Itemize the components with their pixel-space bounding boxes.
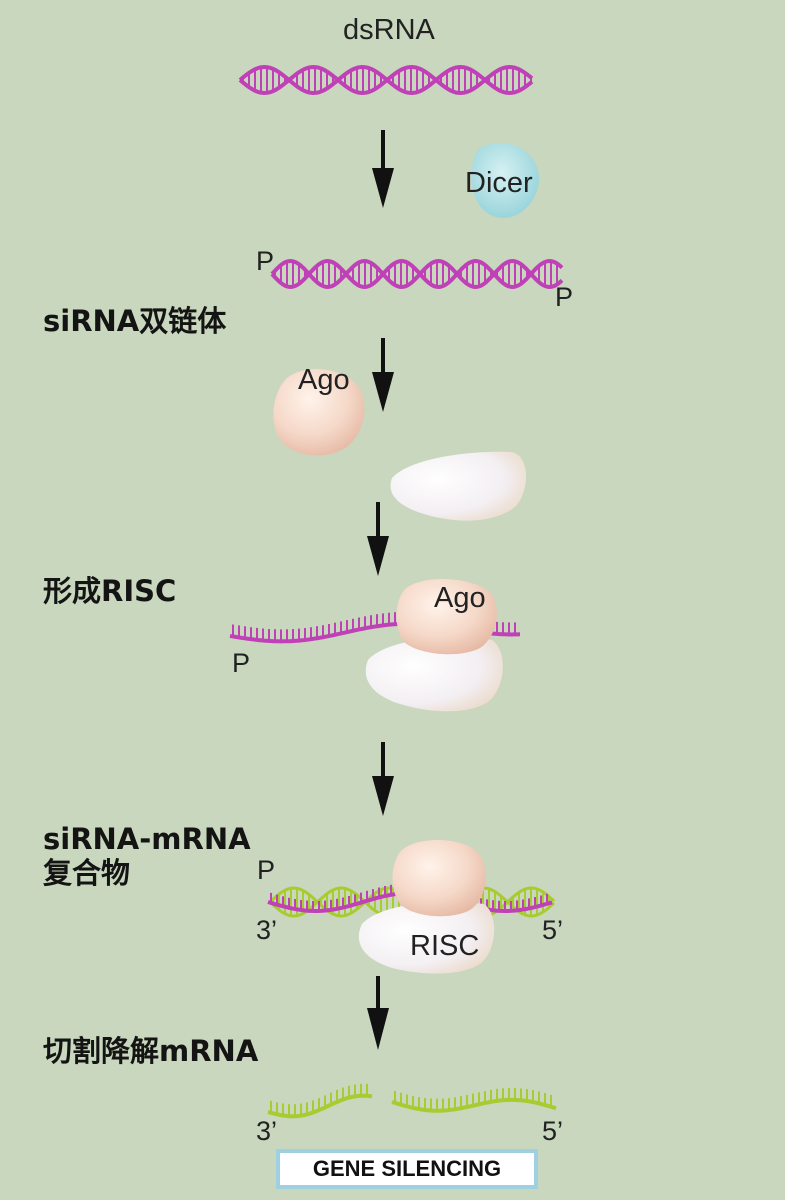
dicer-label: Dicer (465, 167, 533, 199)
arrow-sirna-to-ago (372, 338, 394, 412)
risc-label: RISC (410, 930, 480, 962)
assembled-ago-shape (396, 578, 497, 655)
ago-label-in-risc: Ago (434, 582, 486, 614)
five-prime-end-label-complex: 5’ (542, 915, 564, 945)
step-label-complex-line1: siRNA-mRNA (43, 822, 251, 856)
gene-silencing-badge: GENE SILENCING (276, 1149, 538, 1189)
helix-backbone-strand (238, 64, 534, 96)
strand-backbone (267, 1093, 373, 1119)
sirna-duplex-helix (270, 258, 564, 290)
complex-risc-body-shape (358, 901, 495, 974)
cleaved-mrna-right-fragment (391, 1087, 557, 1113)
arrow-risc-to-complex (372, 742, 394, 816)
three-prime-end-label-cleaved: 3’ (256, 1116, 278, 1146)
step-label-form-risc: 形成RISC (43, 574, 177, 608)
phosphate-label-sirna-left: P (256, 246, 275, 276)
five-prime-end-label-cleaved: 5’ (542, 1116, 564, 1146)
step-label-cleave-mrna: 切割降解mRNA (43, 1034, 259, 1068)
phosphate-label-sirna-right: P (555, 282, 574, 312)
three-prime-end-label-complex: 3’ (256, 915, 278, 945)
arrow-ago-to-risc (367, 502, 389, 576)
step-label-complex-line2: 复合物 (43, 856, 131, 890)
phosphate-label-complex: P (257, 855, 276, 885)
dicer-enzyme-shape (471, 142, 539, 218)
phosphate-label-risc: P (232, 648, 251, 678)
strand-backbone (391, 1097, 557, 1113)
dsrna-helix (238, 64, 534, 96)
risc-body-shape (390, 451, 527, 521)
helix-backbone-strand (270, 258, 564, 290)
dsrna-label: dsRNA (343, 14, 435, 46)
arrow-complex-to-cleavage (367, 976, 389, 1050)
helix-backbone-strand (270, 258, 564, 290)
ago-label: Ago (298, 364, 350, 396)
ago-protein-shape (273, 369, 365, 456)
cleaved-mrna-left-fragment (267, 1083, 373, 1119)
assembled-risc-body-shape (365, 636, 503, 712)
arrow-dsrna-to-sirna (372, 130, 394, 208)
complex-ago-shape (392, 840, 486, 917)
step-label-sirna-duplex: siRNA双链体 (43, 304, 227, 338)
